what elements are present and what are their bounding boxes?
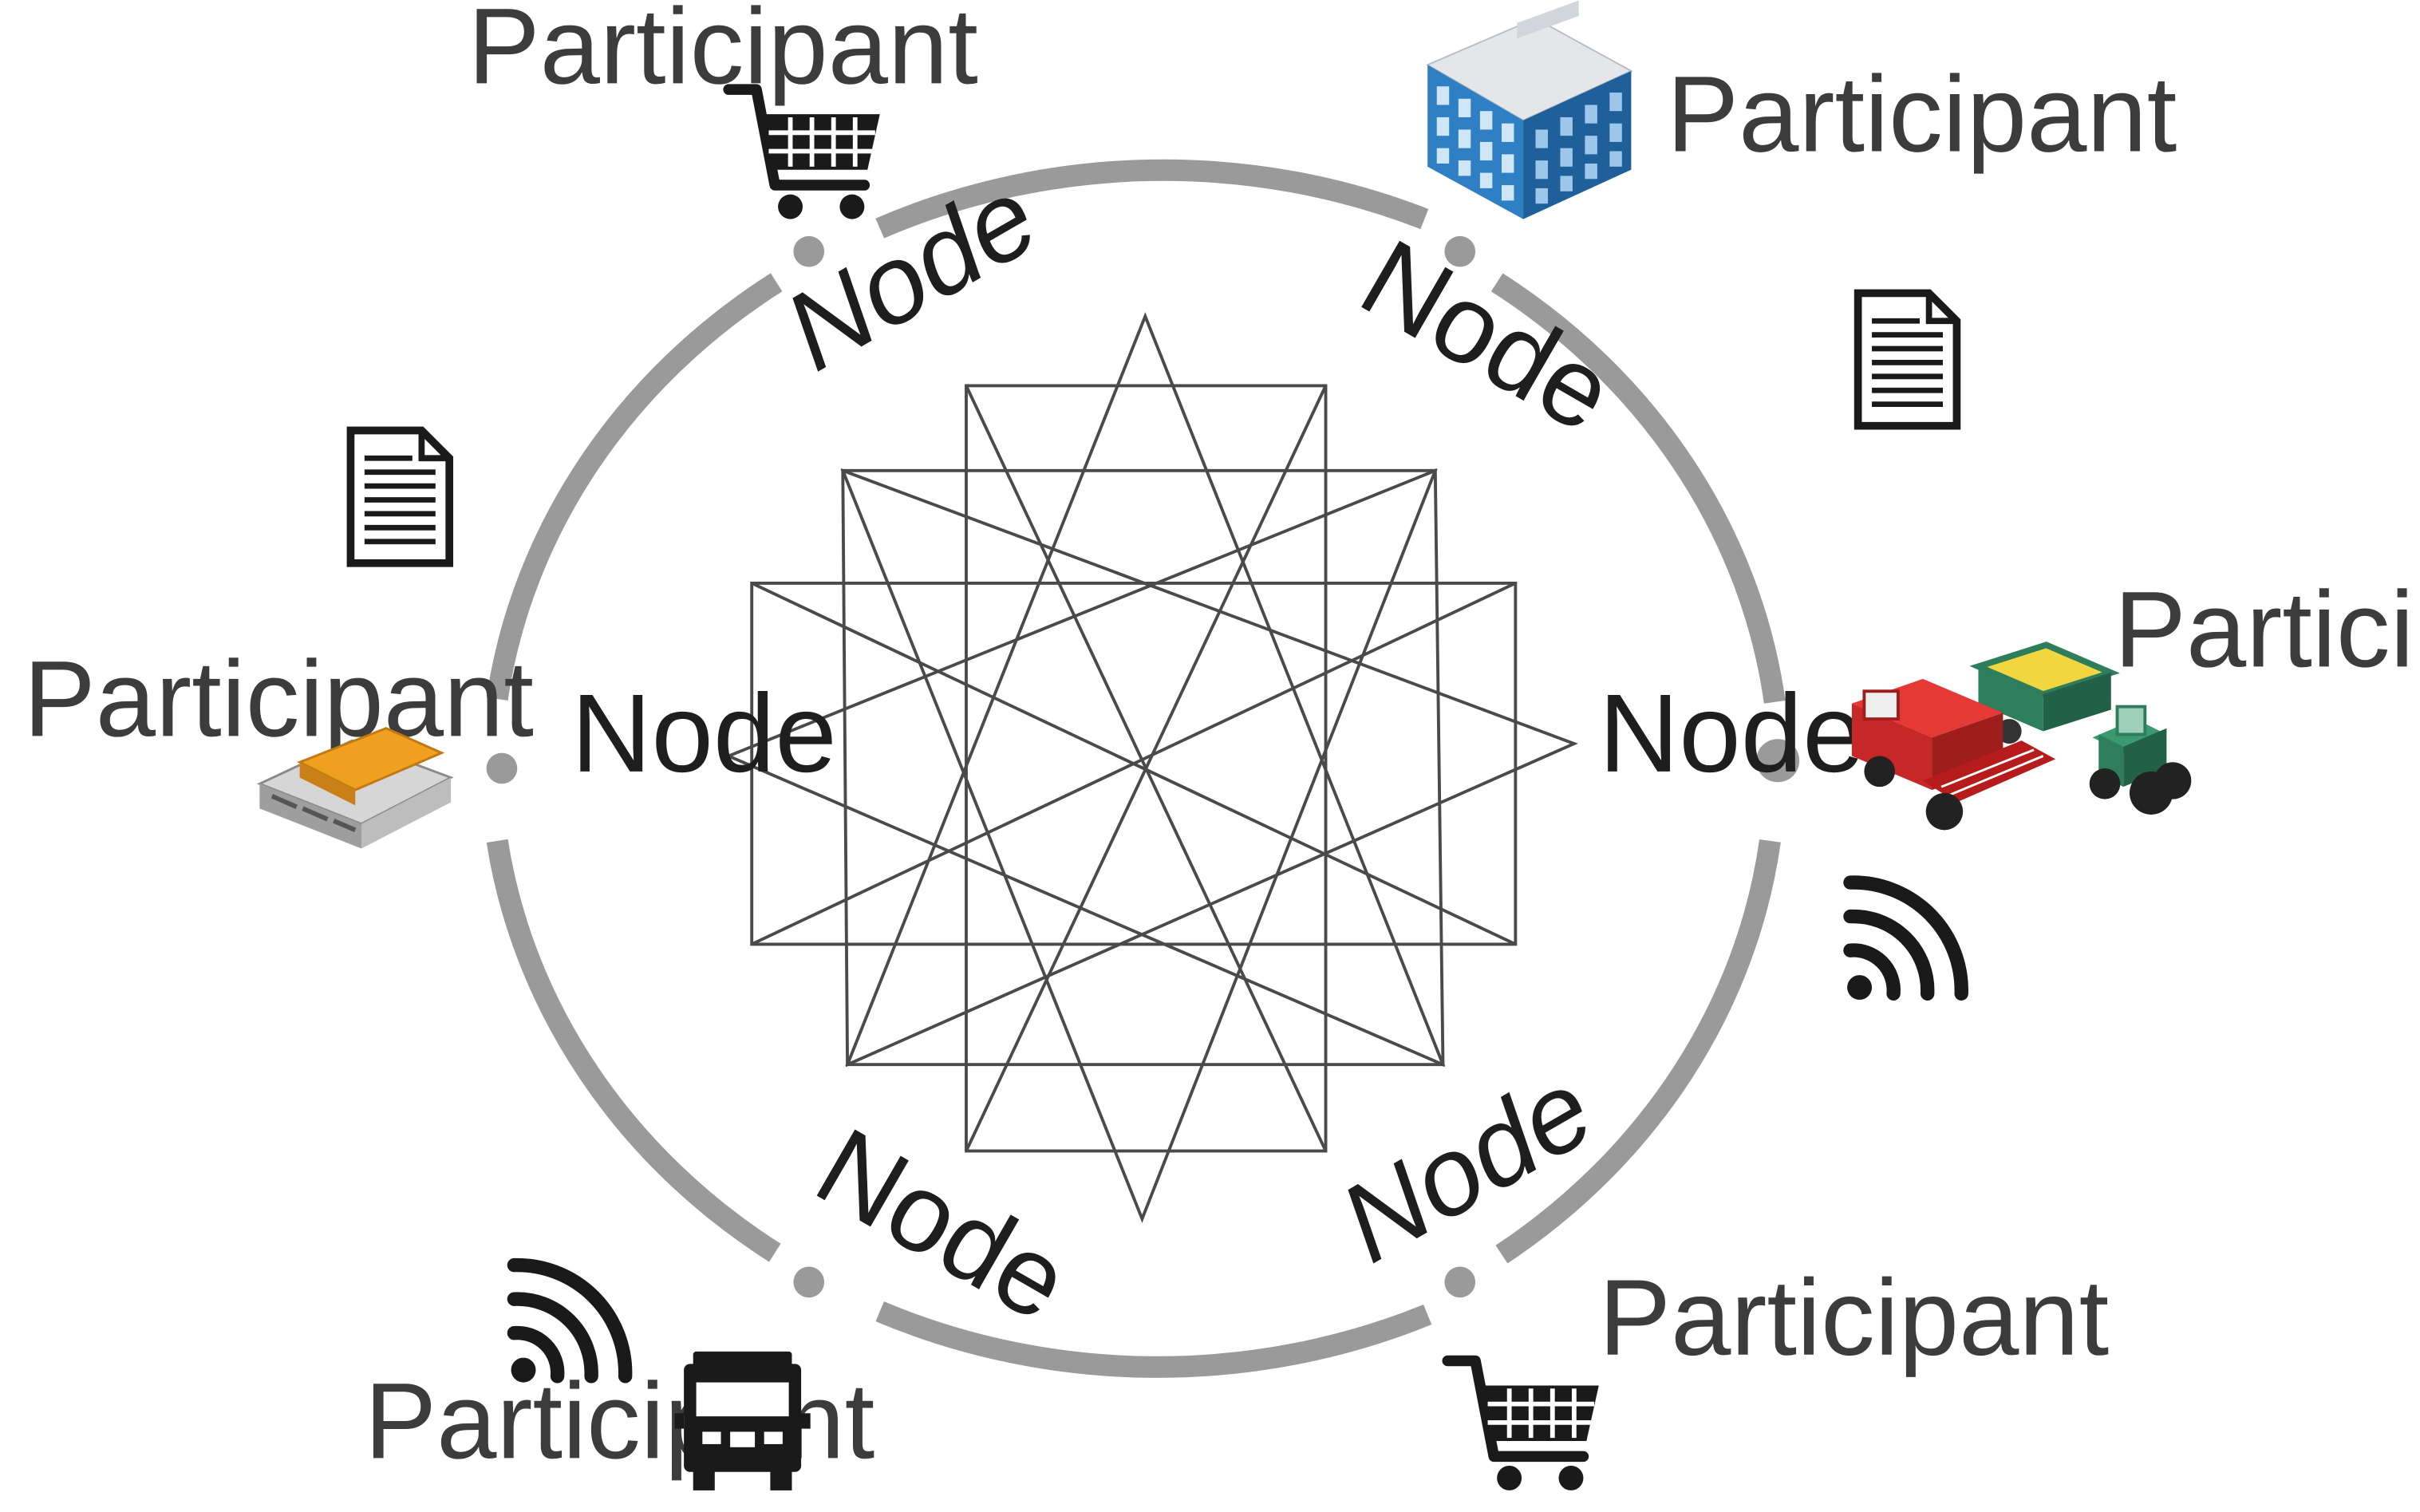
ring-arc-top-right — [1490, 273, 1786, 704]
wireless-signal-icon — [1847, 882, 1961, 1000]
document-icon — [1858, 293, 1957, 425]
ring-arc-top-left — [486, 273, 783, 701]
server-hardware-icon — [256, 727, 454, 849]
node-label-right: Node — [1599, 671, 1865, 795]
connection-mesh — [724, 312, 1578, 1223]
office-building-icon — [1425, 0, 1633, 219]
node-label-top-right: Node — [1341, 215, 1633, 456]
ring-arc-bottom — [875, 1301, 1432, 1378]
mesh-star-left — [724, 468, 1445, 1068]
node-dots — [486, 235, 1800, 1298]
mesh-star-down — [840, 468, 1438, 1223]
ring-arc-bottom-left — [486, 839, 781, 1262]
shopping-cart-icon — [1447, 1361, 1599, 1490]
document-icon — [350, 430, 449, 563]
mesh-wide-rect — [750, 581, 1518, 946]
participant-label-left: Participant — [24, 638, 534, 759]
node-label-left: Node — [571, 671, 837, 795]
node-dot-top-right[interactable] — [1444, 235, 1476, 267]
participant-label-bottom-right: Participant — [1599, 1257, 2109, 1378]
farm-machinery-icon — [1851, 642, 2192, 831]
participant-label-top-left: Participant — [468, 0, 977, 106]
node-dot-top-left[interactable] — [793, 235, 825, 267]
ring-arc-bottom-right — [1495, 839, 1781, 1264]
node-label-bottom-left: Node — [797, 1104, 1089, 1345]
node-label-bottom-right: Node — [1321, 1045, 1613, 1286]
node-dot-bottom-left[interactable] — [793, 1266, 825, 1298]
mesh-star-right — [841, 468, 1578, 1068]
node-dot-bottom-right[interactable] — [1444, 1266, 1476, 1298]
network-ring — [486, 159, 1786, 1378]
shopping-cart-icon — [728, 89, 880, 219]
mesh-star-up — [845, 312, 1446, 1067]
ring-arc-top — [875, 159, 1429, 239]
node-dot-right[interactable] — [1756, 739, 1800, 783]
participant-label-right: Participant — [2114, 568, 2420, 689]
delivery-truck-icon — [674, 1351, 811, 1490]
participant-label-top-right: Participant — [1667, 53, 2177, 175]
node-dot-left[interactable] — [486, 752, 518, 784]
